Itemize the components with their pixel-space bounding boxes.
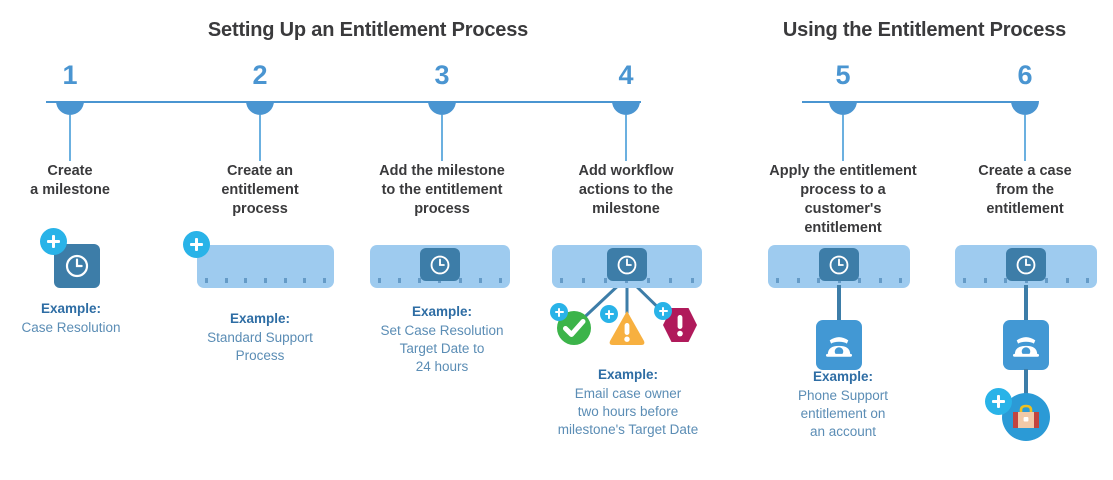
plus-badge-icon xyxy=(550,303,568,321)
workflow-warning-triangle-icon xyxy=(607,307,647,347)
step-2: 2 Create an entitlement process xyxy=(192,60,328,219)
marker-stem-icon xyxy=(441,115,443,161)
workflow-success-check-icon xyxy=(554,307,594,347)
step-marker-5 xyxy=(760,90,926,162)
section-title-setting-up: Setting Up an Entitlement Process xyxy=(207,19,529,41)
milestone-clock-icon xyxy=(1006,248,1046,281)
step-6-graphic xyxy=(955,245,1107,445)
step-4-example: Example: Email case owner two hours befo… xyxy=(538,366,718,439)
step-caption-6: Create a case from the entitlement xyxy=(978,163,1072,217)
step-number-1: 1 xyxy=(62,60,78,90)
step-5-example: Example: Phone Support entitlement on an… xyxy=(762,368,924,441)
step-number-5: 5 xyxy=(835,60,851,90)
marker-stem-icon xyxy=(69,115,71,161)
step-caption-1: Create a milestone xyxy=(30,163,110,198)
marker-stem-icon xyxy=(1024,115,1026,161)
example-label: Example: xyxy=(40,301,102,316)
bar-ticks-icon xyxy=(205,278,326,283)
step-4: 4 Add workflow actions to the milestone xyxy=(556,60,696,219)
step-marker-3 xyxy=(372,90,512,162)
marker-stem-icon xyxy=(259,115,261,161)
entitlement-process-bar-icon xyxy=(197,245,334,288)
plus-badge-icon xyxy=(40,228,67,255)
plus-badge-icon xyxy=(654,302,672,320)
step-1-graphic xyxy=(40,228,112,290)
milestone-clock-icon xyxy=(420,248,460,281)
step-5-graphic xyxy=(768,245,920,370)
marker-dome-icon xyxy=(428,101,456,115)
step-1: 1 Create a milestone xyxy=(6,60,134,200)
marker-dome-icon xyxy=(56,101,84,115)
section-title-using: Using the Entitlement Process xyxy=(782,19,1067,41)
step-caption-4: Add workflow actions to the milestone xyxy=(578,163,674,217)
step-3-example: Example: Set Case Resolution Target Date… xyxy=(368,303,516,376)
step-caption-3: Add the milestone to the entitlement pro… xyxy=(379,163,505,217)
plus-badge-icon xyxy=(600,305,618,323)
step-2-graphic xyxy=(180,228,340,290)
step-marker-4 xyxy=(556,90,696,162)
marker-stem-icon xyxy=(842,115,844,161)
phone-support-icon xyxy=(1003,320,1049,370)
milestone-clock-icon xyxy=(607,248,647,281)
timeline-rail-right xyxy=(802,101,1024,103)
step-number-4: 4 xyxy=(618,60,634,90)
plus-badge-icon xyxy=(985,388,1012,415)
step-5: 5 Apply the entitlement process to a cus… xyxy=(760,60,926,238)
example-text: Case Resolution xyxy=(21,320,121,335)
step-4-graphic xyxy=(550,245,706,350)
step-marker-1 xyxy=(6,90,134,162)
milestone-clock-icon xyxy=(819,248,859,281)
marker-dome-icon xyxy=(246,101,274,115)
example-text: Email case owner two hours before milest… xyxy=(557,386,699,437)
marker-stem-icon xyxy=(625,115,627,161)
step-number-2: 2 xyxy=(252,60,268,90)
marker-dome-icon xyxy=(1011,101,1039,115)
step-6: 6 Create a case from the entitlement xyxy=(958,60,1092,219)
step-caption-5: Apply the entitlement process to a custo… xyxy=(769,163,917,236)
step-6-connector-line-bottom xyxy=(1024,369,1028,401)
step-number-6: 6 xyxy=(1017,60,1033,90)
marker-dome-icon xyxy=(829,101,857,115)
timeline-rail-left xyxy=(46,101,641,103)
step-1-example: Example: Case Resolution xyxy=(0,300,142,337)
step-6-connector-line-top xyxy=(1024,285,1028,323)
example-label: Example: xyxy=(812,369,874,384)
example-text: Phone Support entitlement on an account xyxy=(797,388,889,439)
step-marker-2 xyxy=(192,90,328,162)
step-3: 3 Add the milestone to the entitlement p… xyxy=(372,60,512,219)
example-label: Example: xyxy=(229,311,291,326)
example-label: Example: xyxy=(411,304,473,319)
step-number-3: 3 xyxy=(434,60,450,90)
step-caption-2: Create an entitlement process xyxy=(221,163,299,217)
step-3-graphic xyxy=(370,245,516,291)
marker-dome-icon xyxy=(612,101,640,115)
step-marker-6 xyxy=(958,90,1092,162)
example-label: Example: xyxy=(597,367,659,382)
workflow-alert-hexagon-icon xyxy=(660,305,700,345)
example-text: Standard Support Process xyxy=(207,330,313,363)
example-text: Set Case Resolution Target Date to 24 ho… xyxy=(380,323,504,374)
step-2-example: Example: Standard Support Process xyxy=(185,310,335,365)
step-5-connector-line xyxy=(837,285,841,323)
plus-badge-icon xyxy=(183,231,210,258)
phone-support-icon xyxy=(816,320,862,370)
